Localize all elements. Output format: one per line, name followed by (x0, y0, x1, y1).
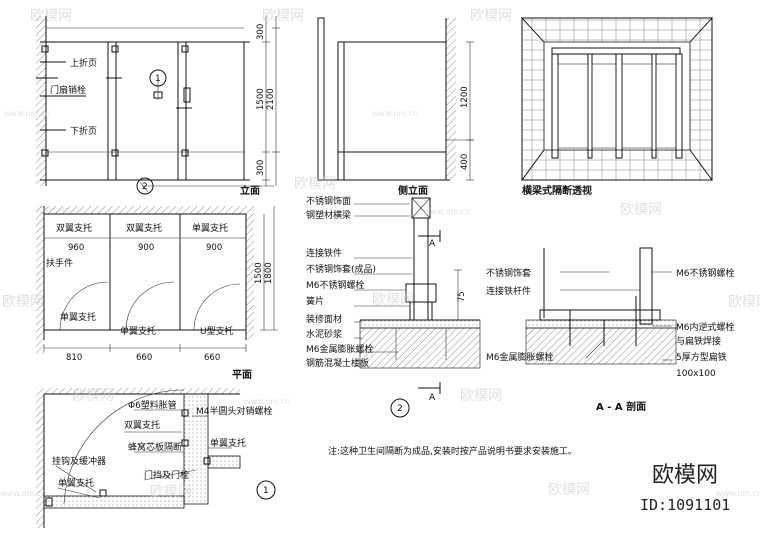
detail-2-label-stainless-finish: 不锈钢饰面 (306, 195, 351, 207)
detail-1-label-hook-buffer: 挂钩及缓冲器 (52, 455, 106, 467)
plan-width-660-b: 660 (204, 353, 220, 363)
watermark-site-4: www.om.cn (424, 207, 470, 216)
detail-2-label-connector: 连接铁件 (306, 247, 342, 259)
plan-label-single-bracket-top: 单翼支托 (192, 222, 228, 234)
detail-1-label-plastic-anchor: Φ6塑料胀管 (128, 399, 177, 411)
detail-2-label-expansion-bolt: M6金属膨胀螺栓 (306, 343, 374, 355)
general-note: 注:这种卫生间隔断为成品,安装时按产品说明书要求安装施工。 (328, 445, 577, 457)
perspective-drawing (521, 16, 713, 182)
watermark-brand-6: 欧模网 (2, 294, 44, 310)
section-aa-label-m6-bolt: M6不锈钢螺栓 (676, 267, 735, 279)
watermark-site-2: www.om.cn (372, 109, 418, 118)
elevation-callout-1-label: 1 (155, 74, 161, 84)
side-elevation-dim-400: 400 (460, 154, 470, 170)
side-elevation-drawing (317, 17, 474, 181)
detail-1-label-honeycomb-board: 蜂窝芯板隔断 (128, 441, 182, 453)
plan-label-handrail: 扶手件 (46, 257, 73, 269)
detail-2-label-concrete-slab: 钢筋混凝土楼板 (306, 357, 369, 369)
detail-2-dim-75: 75 (457, 291, 467, 302)
plan-label-double-bracket-2: 双翼支托 (126, 222, 162, 234)
detail-2-drawing (354, 197, 481, 394)
plan-drawing (36, 206, 278, 354)
detail-2-label-spring: 簧片 (306, 295, 324, 307)
plan-width-660-a: 660 (136, 353, 152, 363)
detail-2-label-steel-beam: 钢塑材横梁 (306, 209, 351, 221)
plan-label-single-bracket-mid: 单翼支托 (120, 325, 156, 337)
watermark-brand-4: 欧模网 (294, 176, 336, 192)
detail-1-label-bolt: M4半圆头对销螺栓 (196, 405, 273, 417)
elevation-label-top-hinge: 上折页 (70, 57, 97, 69)
elevation-dim-300-bottom: 300 (256, 160, 266, 176)
perspective-title: 横梁式隔断透视 (522, 184, 592, 197)
side-elevation-dim-1200: 1200 (460, 86, 470, 108)
detail-1-callout (256, 480, 276, 500)
watermark-brand-3: 欧模网 (470, 8, 512, 24)
watermark-site-7: www.om.cn (716, 489, 760, 498)
section-aa-label-connector-rod: 连接铁杆件 (486, 285, 531, 297)
watermark-brand-11: 欧模网 (150, 484, 192, 500)
section-aa-label-sleeve: 不锈钢饰套 (486, 267, 531, 279)
section-aa-label-size: 100x100 (676, 369, 716, 379)
elevation-dim-300-top: 300 (256, 24, 266, 40)
section-aa-label-flat-iron: 5厚方型扁铁 (676, 351, 727, 363)
elevation-label-bottom-hinge: 下折页 (70, 125, 97, 137)
plan-width-960: 960 (68, 243, 84, 253)
watermark-site-1: www.om.cn (4, 109, 50, 118)
watermark-site-5: www.om.cn (244, 397, 290, 406)
watermark-site-6: www.om.cn (0, 489, 46, 498)
detail-1-drawing (36, 388, 241, 528)
plan-dim-1800: 1800 (264, 262, 274, 284)
watermark-brand-8: 欧模网 (728, 294, 760, 310)
plan-width-810: 810 (66, 353, 82, 363)
detail-2-section-mark-bottom: A (429, 393, 436, 403)
plan-dim-1500: 1500 (254, 262, 264, 284)
watermark-site-3: www.om.cn (36, 205, 82, 214)
detail-2-label-mortar: 水泥砂浆 (306, 328, 342, 340)
plan-label-double-bracket-1: 双翼支托 (56, 222, 92, 234)
detail-1-label-door-stop: 门挡及门栓 (144, 469, 189, 481)
watermark-brand-1: 欧模网 (30, 8, 72, 24)
detail-2-callout-label: 2 (397, 404, 403, 414)
section-aa-label-weld: 与扁铁焊接 (676, 335, 721, 347)
elevation-drawing (36, 16, 280, 193)
section-aa-title: A - A 剖面 (596, 400, 646, 413)
plan-label-u-bracket: U型支托 (200, 325, 234, 337)
detail-1-callout-label: 1 (263, 486, 269, 496)
elevation-dim-2100: 2100 (266, 88, 276, 110)
elevation-callout-1 (149, 69, 167, 87)
elevation-label-door-bolt: 门扇销栓 (50, 84, 86, 96)
watermark-brand-12: 欧模网 (548, 482, 590, 498)
plan-width-900-b: 900 (206, 243, 222, 253)
elevation-callout-2-label: 2 (142, 182, 148, 192)
watermark-brand-9: 欧模网 (72, 388, 114, 404)
watermark-brand-7: 欧模网 (372, 292, 414, 308)
detail-1-label-single-bracket-right: 单翼支托 (210, 437, 246, 449)
detail-2-section-mark-top: A (429, 239, 436, 249)
watermark-brand-10: 欧模网 (460, 388, 502, 404)
plan-width-900-a: 900 (138, 243, 154, 253)
model-id: ID:1091101 (640, 496, 730, 514)
elevation-callout-2 (136, 177, 154, 195)
elevation-dim-1500: 1500 (256, 88, 266, 110)
watermark-brand-5: 欧模网 (620, 202, 662, 218)
brand-logo-text: 欧模网 (652, 463, 718, 488)
plan-label-single-bracket-left: 单翼支托 (60, 311, 96, 323)
detail-1-label-double-bracket: 双翼支托 (124, 419, 160, 431)
section-aa-drawing (525, 247, 677, 365)
section-aa-label-expansion-bolt: M6金属膨胀螺栓 (486, 351, 554, 363)
watermark-brand-2: 欧模网 (262, 8, 304, 24)
section-aa-label-inner-bolt: M6内逆式螺栓 (676, 321, 735, 333)
detail-1-label-single-bracket-left: 单翼支托 (58, 477, 94, 489)
side-elevation-title: 侧立面 (398, 184, 428, 197)
elevation-title: 立面 (240, 184, 260, 197)
plan-title: 平面 (232, 369, 252, 381)
detail-2-label-stainless-sleeve: 不锈钢饰套(成品) (306, 263, 376, 275)
detail-2-callout (390, 398, 410, 418)
detail-2-label-m6-bolt: M6不锈钢螺栓 (306, 279, 365, 291)
detail-2-label-finish-material: 装修面材 (306, 313, 342, 325)
